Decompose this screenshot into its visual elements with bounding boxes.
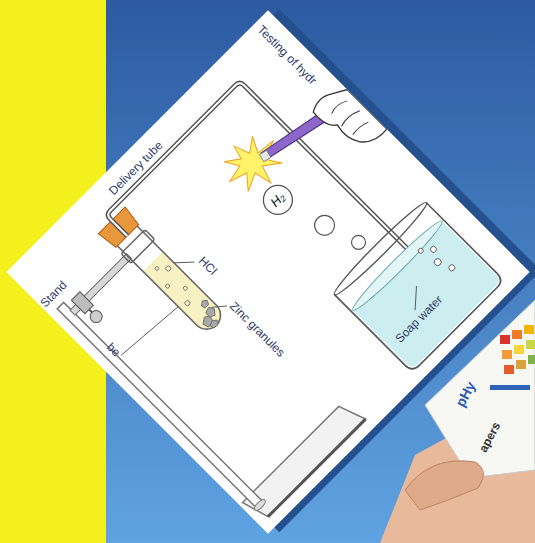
clamp-screw [88, 308, 105, 325]
bubble [448, 264, 456, 272]
zinc-granules [191, 298, 225, 332]
bubble [154, 266, 159, 271]
part-label: Zinc granules [227, 299, 288, 360]
bubble-circle [257, 179, 298, 220]
granule [209, 318, 220, 329]
bubble [349, 232, 369, 252]
hand [310, 81, 387, 158]
leader-lines [101, 153, 428, 480]
color-swatch [502, 350, 512, 359]
leader-line [121, 302, 178, 359]
packet-stripe [490, 385, 530, 390]
gas-bubbles [151, 260, 199, 308]
stand-base-edge [268, 419, 366, 517]
stand-rod [57, 302, 263, 508]
clamp-screw-shaft [89, 309, 92, 312]
rod-foot [253, 498, 267, 512]
soap-bubbles [417, 240, 456, 279]
bubble [429, 245, 437, 253]
color-swatch [526, 340, 535, 349]
bubble [310, 211, 338, 239]
color-swatch [514, 345, 524, 354]
hcl-liquid [143, 251, 226, 334]
hand-fingers [329, 97, 370, 138]
color-swatch [504, 365, 514, 374]
delivery-tube-bore [106, 71, 457, 422]
bubble [165, 265, 172, 272]
beaker [334, 203, 504, 373]
stand-base [243, 399, 366, 522]
part-label: HCl [196, 253, 220, 277]
bubble [433, 257, 443, 267]
leader-line [211, 299, 227, 315]
test-tube [114, 223, 226, 335]
clamp-arm [70, 254, 132, 316]
splint-tip [258, 149, 272, 163]
bubble [184, 300, 191, 307]
bubble [165, 283, 171, 289]
color-swatch [524, 325, 534, 334]
bubble [182, 285, 188, 291]
color-swatch [516, 360, 526, 369]
ph-color-chart [490, 325, 535, 390]
clamp-boss [71, 292, 93, 314]
thumb [405, 461, 483, 510]
gas-bubble-node: H₂ [255, 177, 300, 222]
color-swatch [512, 330, 522, 339]
leader-line [174, 252, 195, 273]
bubble [417, 247, 424, 254]
beaker-rim [330, 198, 430, 298]
delivery-tube [106, 71, 457, 422]
granule [199, 298, 210, 309]
hydrogen-bubbles [310, 205, 368, 263]
color-swatch [500, 335, 510, 344]
color-swatch [528, 355, 535, 364]
